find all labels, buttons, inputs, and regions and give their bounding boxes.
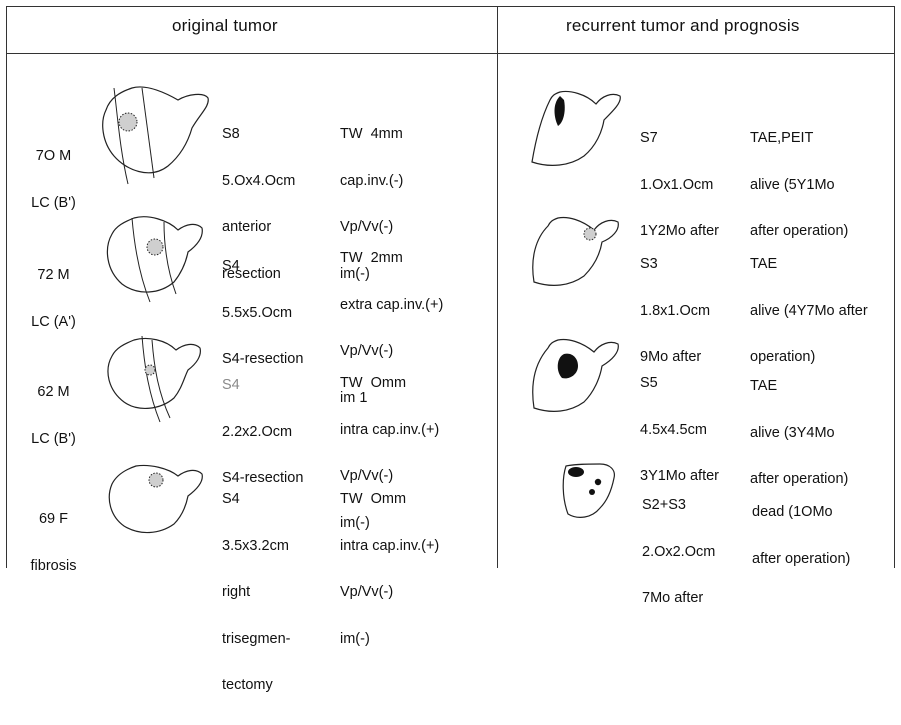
tumor-location: S8 (222, 127, 295, 143)
tumor-location: S4 (222, 259, 303, 275)
prognosis-line: after operation) (752, 552, 850, 568)
left-border (6, 6, 7, 568)
patient-info: 69 F fibrosis (16, 481, 91, 605)
pathology-line: intra cap.inv.(+) (340, 539, 439, 555)
original-liver-diagram (98, 322, 210, 432)
recurrence-location: S2+S3 (642, 498, 715, 514)
segment-line (132, 218, 150, 302)
tumor-detail: 5.5x5.Ocm (222, 306, 303, 322)
right-border (894, 6, 895, 568)
patient-age-sex: 7O M (16, 149, 91, 165)
header-rule (6, 53, 895, 54)
prognosis-line: TAE (750, 379, 848, 395)
patient-age-sex: 72 M (16, 268, 91, 284)
prognosis-line: TAE,PEIT (750, 131, 848, 147)
original-liver-diagram (92, 80, 217, 190)
pathology-line: cap.inv.(-) (340, 174, 403, 190)
tumor-mark (145, 365, 155, 375)
patient-info: 72 M LC (A') (16, 237, 91, 361)
patient-age-sex: 62 M (16, 385, 91, 401)
prognosis-line: alive (5Y1Mo (750, 178, 848, 194)
pathology-line: im(-) (340, 632, 439, 648)
prognosis-info: dead (1OMo after operation) (752, 474, 850, 598)
patient-diagnosis: LC (B') (16, 432, 91, 448)
pathology-line: TW Omm (340, 376, 439, 392)
segment-line (164, 222, 176, 294)
tumor-detail: tectomy (222, 678, 291, 694)
segment-line (142, 88, 154, 178)
recurrent-mark (589, 489, 595, 495)
patient-diagnosis: LC (A') (16, 315, 91, 331)
prognosis-line: alive (3Y4Mo (750, 426, 848, 442)
recurrent-mark (584, 228, 596, 240)
recurrence-location: S7 (640, 131, 719, 147)
recurrence-detail: 2.Ox2.Ocm (642, 545, 715, 561)
original-liver-diagram (100, 450, 212, 550)
recurrent-liver-diagram (556, 458, 626, 526)
tumor-detail: right (222, 585, 291, 601)
tumor-detail: 3.5x3.2cm (222, 539, 291, 555)
top-border (6, 6, 895, 7)
pathology-line: extra cap.inv.(+) (340, 298, 443, 314)
pathology-line: TW Omm (340, 492, 439, 508)
pathology-line: TW 2mm (340, 251, 443, 267)
pathology-line: Vp/Vv(-) (340, 585, 439, 601)
original-tumor-info: S4 3.5x3.2cm right trisegmen- tectomy (222, 461, 291, 725)
recurrent-liver-diagram (522, 332, 632, 422)
prognosis-line: alive (4Y7Mo after (750, 304, 868, 320)
recurrent-tumor-header: recurrent tumor and prognosis (566, 16, 800, 36)
recurrence-detail: 4.5x4.5cm (640, 423, 719, 439)
tumor-detail: 5.Ox4.Ocm (222, 174, 295, 190)
recurrence-detail: 7Mo after (642, 591, 715, 607)
recurrent-mark (558, 354, 578, 379)
pathology-line: TW 4mm (340, 127, 403, 143)
recurrent-liver-diagram (522, 86, 632, 176)
recurrence-location: S3 (640, 257, 710, 273)
pathology-line: intra cap.inv.(+) (340, 423, 439, 439)
tumor-mark (149, 473, 163, 487)
patient-diagnosis: fibrosis (16, 559, 91, 575)
liver-outline (533, 340, 619, 412)
patient-diagnosis: LC (B') (16, 196, 91, 212)
original-liver-diagram (98, 202, 210, 312)
tumor-location: S4 (222, 378, 303, 394)
patient-age-sex: 69 F (16, 512, 91, 528)
pathology-info: TW Omm intra cap.inv.(+) Vp/Vv(-) im(-) (340, 461, 439, 678)
tumor-detail: 2.2x2.Ocm (222, 425, 303, 441)
segment-line (114, 88, 128, 184)
original-tumor-header: original tumor (172, 16, 278, 36)
prognosis-line: TAE (750, 257, 868, 273)
liver-outline (532, 92, 620, 166)
column-divider (497, 6, 498, 568)
patient-info: 7O M LC (B') (16, 118, 91, 242)
recurrence-detail: 1.Ox1.Ocm (640, 178, 719, 194)
recurrence-location: S5 (640, 376, 719, 392)
recurrent-tumor-info: S2+S3 2.Ox2.Ocm 7Mo after (642, 467, 715, 638)
liver-outline (533, 218, 619, 286)
recurrent-mark (555, 96, 565, 126)
tumor-location: S4 (222, 492, 291, 508)
prognosis-line: dead (1OMo (752, 505, 850, 521)
recurrence-detail: 1.8x1.Ocm (640, 304, 710, 320)
patient-info: 62 M LC (B') (16, 354, 91, 478)
recurrent-mark (568, 467, 584, 477)
recurrent-mark (595, 479, 601, 485)
tumor-mark (119, 113, 137, 131)
tumor-detail: trisegmen- (222, 632, 291, 648)
tumor-mark (147, 239, 163, 255)
recurrent-liver-diagram (522, 208, 632, 298)
